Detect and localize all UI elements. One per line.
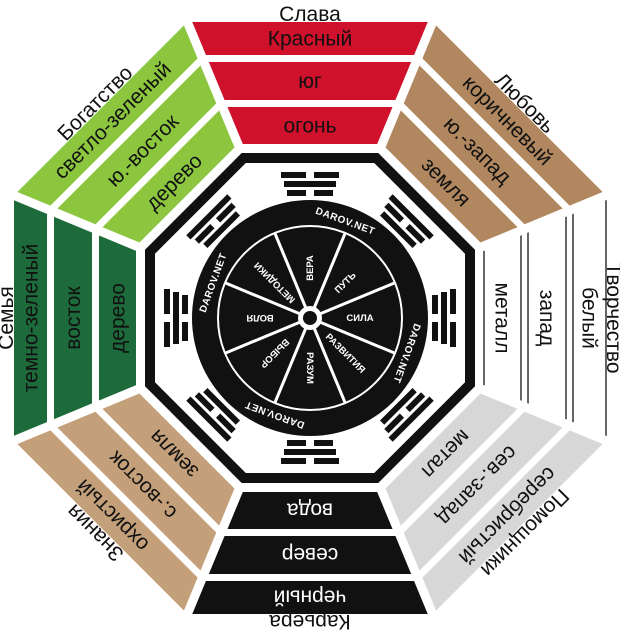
trigram [186,388,240,442]
band-southeast-3 [98,106,238,246]
band-text-west-3: металл [491,283,514,354]
sector-south: Красный юг огонь [187,22,433,144]
band-north-1 [187,581,433,614]
svg-text:РАЗУМ: РАЗУМ [304,352,315,384]
band-northeast-1 [14,426,202,614]
band-southeast-2 [54,62,220,228]
band-northwest-1 [418,426,606,614]
band-text-north-3: вода [287,499,333,522]
sector-gap [8,189,142,252]
band-text-east-3: дерево [107,283,130,353]
trigram [380,388,434,442]
band-southwest-2 [400,62,566,228]
band-south-3 [222,107,398,144]
sector-gap [478,189,612,252]
band-text-west-2: запад [535,290,558,347]
wheel-spoke [273,317,312,404]
band-north-3 [222,492,398,529]
trigram [432,289,456,347]
band-north-2 [204,536,416,574]
band-south-2 [204,62,416,100]
sector-gap [181,16,244,150]
band-east-1 [14,195,47,441]
band-east-2 [54,212,92,424]
sector-gap [376,486,439,620]
outer-label-south: Слава [279,3,341,26]
band-northwest-3 [382,390,522,530]
outer-label-west: Творчество [602,262,620,373]
outer-label-east: Семья [0,286,18,350]
trigram [281,172,339,196]
band-northeast-2 [54,408,220,574]
band-text-south-2: юг [298,70,322,93]
wheel-spoke [273,232,312,319]
band-south-1 [187,22,433,55]
band-text-north-2: север [282,543,338,566]
wheel-spoke [308,317,347,404]
svg-text:Творчество: Творчество [602,262,620,373]
band-east-3 [99,230,136,406]
band-text-south-3: огонь [283,115,336,138]
wheel-spoke [309,316,396,355]
sector-east: темно-зеленый восток дерево [14,195,136,441]
outer-label-north: Карьера [269,610,351,631]
sector-gap [181,486,244,620]
wheel-word: РАЗУМ [304,352,315,384]
band-text-south-1: Красный [268,28,353,51]
svg-text:Слава: Слава [279,3,341,26]
sector-gap [8,384,142,447]
trigram [164,289,188,347]
wheel-spoke [224,281,311,320]
wheel-word: СИЛА [346,313,373,324]
band-northwest-2 [400,408,566,574]
band-southwest-1 [418,22,606,210]
svg-text:СИЛА: СИЛА [346,313,373,324]
wheel-word: ВЕРА [305,255,316,281]
svg-text:Карьера: Карьера [269,610,351,631]
wheel-spoke [224,316,311,355]
sector-gap [478,384,612,447]
sector-gap [376,16,439,150]
band-text-north-1: черный [274,586,347,609]
band-southeast-1 [14,22,202,210]
svg-text:Семья: Семья [0,286,18,350]
wheel-spoke [309,281,396,320]
svg-text:ВОЛЯ: ВОЛЯ [246,312,273,323]
trigram [186,194,240,248]
band-southwest-3 [382,106,522,246]
band-text-west-1: белый [578,287,601,349]
wheel-word: ВОЛЯ [246,312,273,323]
trigram [380,194,434,248]
band-text-east-2: восток [62,286,85,350]
svg-text:ВЕРА: ВЕРА [305,255,316,281]
band-text-east-1: темно-зеленый [20,244,43,393]
wheel-spoke [308,232,347,319]
trigram [281,440,339,464]
sector-north: черный север вода [187,492,433,614]
band-northeast-3 [98,390,238,530]
